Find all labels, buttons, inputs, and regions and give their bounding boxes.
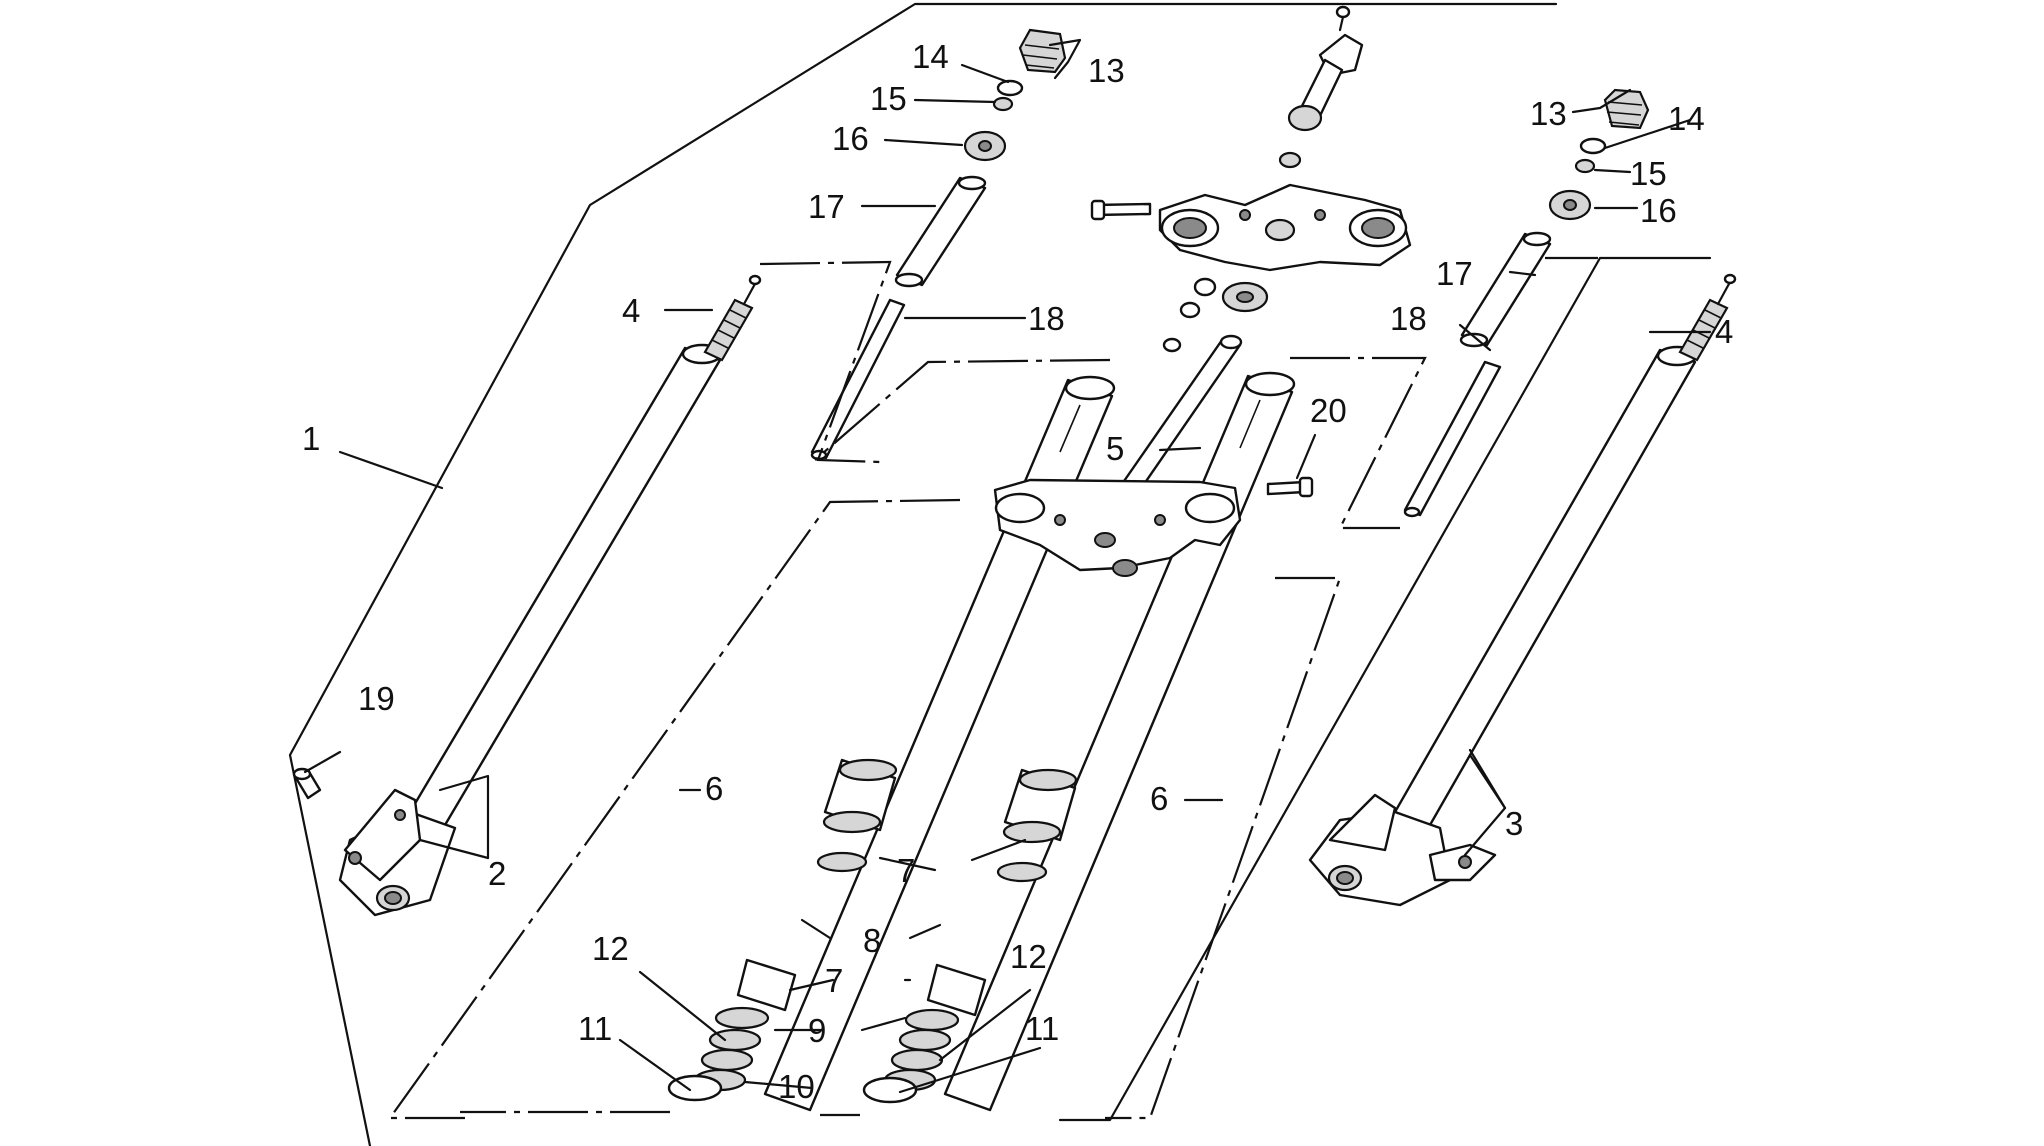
right-fork-top-spring [1678,273,1737,362]
label-18-left: 18 [1028,300,1065,337]
outer-assembly-outline [288,2,1558,1146]
label-12-left: 12 [592,930,629,967]
left-fork-top-spring [703,274,762,362]
label-7-upper: 7 [897,852,915,889]
label-13-left: 13 [1088,52,1125,89]
left-inner-tube [667,375,1116,1112]
right-inner-tube [862,371,1296,1112]
label-16-left: 16 [832,120,869,157]
label-2: 2 [488,855,506,892]
label-6-right: 6 [1150,780,1168,817]
label-9: 9 [808,1012,826,1049]
label-15-left: 15 [870,80,907,117]
top-triple-clamp [1090,5,1412,353]
label-1: 1 [302,420,320,457]
lower-triple-clamp [993,478,1242,577]
leader-lines [303,38,1712,1094]
label-4-right: 4 [1715,313,1733,350]
left-cap-assembly [810,28,1067,461]
label-3: 3 [1505,805,1523,842]
label-17-right: 17 [1436,255,1473,292]
label-5: 5 [1106,430,1124,467]
label-17-left: 17 [808,188,845,225]
label-11-right: 11 [1025,1010,1059,1047]
label-19: 19 [358,680,395,717]
label-6-left: 6 [705,770,723,807]
label-20: 20 [1310,392,1347,429]
label-13-right: 13 [1530,95,1567,132]
right-fork-leg [1308,273,1737,907]
label-8: 8 [863,922,881,959]
label-14-left: 14 [912,38,949,75]
label-16-right: 16 [1640,192,1677,229]
right-fork-axle-clamp [1308,793,1497,907]
left-fork-leg [292,274,762,917]
right-cap-assembly [1403,88,1650,518]
label-7-lower: 7 [825,962,843,999]
label-10: 10 [778,1068,815,1105]
assembly-guide-lines [387,256,1712,1122]
left-fork-axle-clamp [338,788,457,917]
label-15-right: 15 [1630,155,1667,192]
pinch-bolt-20 [1266,476,1314,498]
label-12-right: 12 [1010,938,1047,975]
label-4-left: 4 [622,292,640,329]
label-14-right: 14 [1668,100,1705,137]
label-11-left: 11 [578,1010,612,1047]
label-18-right: 18 [1390,300,1427,337]
part-labels: 1 2 3 4 4 5 6 6 7 7 8 9 10 11 11 12 12 1… [302,38,1733,1105]
